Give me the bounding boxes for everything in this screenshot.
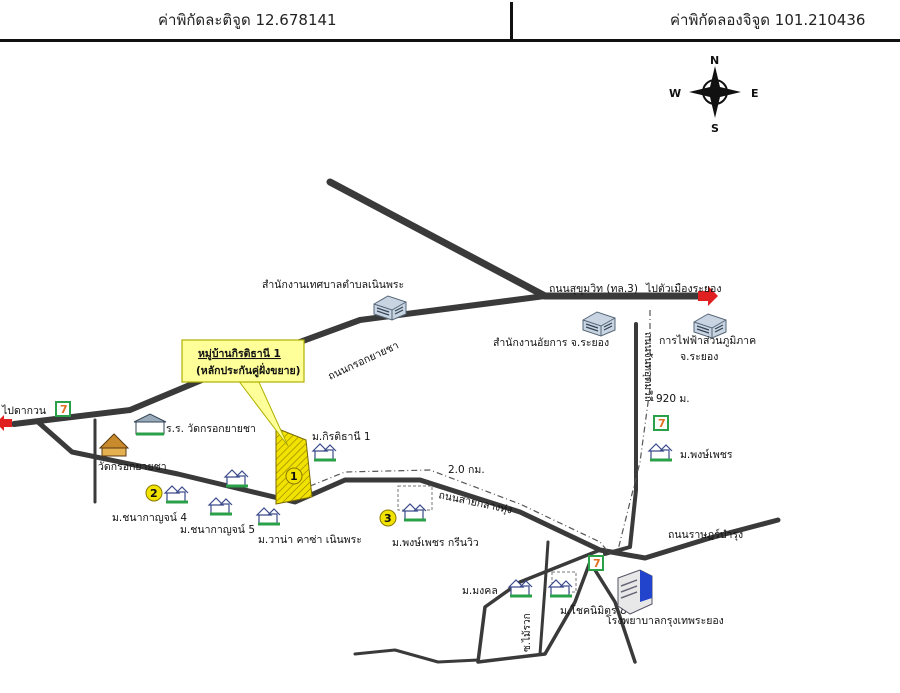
- marker-3-label: 3: [384, 512, 392, 525]
- label-sai-klang-thung: ถนนสายกลางทุ่ง: [437, 489, 513, 516]
- label-chanakan-5: ม.ชนากาญจน์ 5: [180, 523, 255, 536]
- label-prosecutor-office: สำนักงานอัยการ จ.ระยอง: [493, 337, 609, 349]
- compass-north: N: [710, 54, 719, 67]
- marker-2: [145, 484, 163, 502]
- compass-east: E: [751, 87, 759, 100]
- house-icon-warana: [255, 506, 282, 526]
- label-mongkol: ม.มงคล: [462, 585, 498, 597]
- label-pongphet-green: ม.พงษ์เพชร กรีนวิว: [392, 536, 479, 549]
- callout-pointer: [236, 379, 289, 447]
- house-icon-a: [223, 468, 250, 488]
- house-icon-pongphet-green: [401, 502, 428, 522]
- label-kirati-1: ม.กิรติธานี 1: [312, 430, 371, 443]
- label-to-rayong: ไปตัวเมืองระยอง: [645, 282, 721, 295]
- route-dashed: [309, 310, 651, 555]
- label-krok-yai-cha: ถนนกรอกยายชา: [326, 339, 401, 382]
- location-map: N S E W ถนนสุขุมวิท (ทล.3) ไปตัวเมืองระย…: [0, 54, 781, 664]
- callout-box: [181, 339, 305, 383]
- label-rat-bamrung: ถนนราษฎร์บำรุง: [668, 528, 743, 541]
- pongphet-green-plot: [397, 485, 433, 511]
- convenience-store-icon: 7: [588, 555, 604, 571]
- distance-2km: 2.0 กม.: [448, 464, 485, 476]
- label-chokniti: ม.โชคนิมิตร 8: [560, 604, 627, 617]
- longitude-label: ค่าพิกัดลองจิจูด 101.210436: [670, 11, 866, 29]
- house-icon-kirati: [311, 442, 338, 462]
- latitude-label: ค่าพิกัดละติจูด 12.678141: [158, 11, 337, 29]
- label-pea-line1: การไฟฟ้าส่วนภูมิภาค: [659, 334, 756, 347]
- convenience-store-icon: 7: [653, 415, 669, 431]
- label-school: ร.ร. วัดกรอกยายชา: [166, 423, 256, 435]
- convenience-store-icon: 7: [55, 401, 71, 417]
- road-south-1: [476, 548, 602, 664]
- label-hospital: โรงพยาบาลกรุงเทพระยอง: [606, 614, 724, 627]
- marker-2-label: 2: [150, 487, 158, 500]
- school-icon: [133, 413, 167, 436]
- distance-920m: 920 ม.: [656, 393, 690, 405]
- label-sukhumvit: ถนนสุขุมวิท (ทล.3): [549, 283, 638, 295]
- label-municipal-office: สำนักงานเทศบาลตำบลเนินพระ: [262, 279, 404, 291]
- label-soi-mai-ruak: ซ.ไม้รวก: [521, 613, 533, 652]
- road-chan-udom: [603, 322, 638, 556]
- callout-subtitle: (หลักประกันคู่ฝั่งขยาย): [196, 362, 300, 378]
- header-divider: [510, 2, 513, 40]
- store-badge-3: 7: [593, 557, 601, 570]
- marker-3: [379, 509, 397, 527]
- label-temple: วัดกรอกยายชา: [98, 461, 167, 473]
- road-south-2: [588, 560, 637, 664]
- marker-1: [285, 467, 303, 485]
- compass-south: S: [711, 122, 719, 135]
- arrow-to-klaeng: [0, 415, 12, 431]
- prosecutor-office-icon: [582, 311, 616, 337]
- arrow-to-rayong: [698, 286, 718, 306]
- project-area: [275, 427, 313, 505]
- label-pongphet: ม.พงษ์เพชร: [680, 448, 733, 461]
- road-west-branch: [35, 419, 781, 561]
- house-icon-chanakan-4: [163, 484, 190, 504]
- coordinates-header: ค่าพิกัดละติจูด 12.678141 ค่าพิกัดลองจิจ…: [0, 0, 900, 42]
- house-icon-chanakan-5: [207, 496, 234, 516]
- marker-1-label: 1: [290, 470, 298, 483]
- hospital-icon: [617, 569, 653, 615]
- label-chanakan-4: ม.ชนากาญจน์ 4: [112, 511, 187, 524]
- label-warana: ม.วาน่า คาซ่า เนินพระ: [258, 534, 362, 546]
- store-badge-1: 7: [60, 403, 68, 416]
- label-pea-line2: จ.ระยอง: [680, 351, 718, 363]
- road-south-west: [353, 648, 480, 664]
- road-south-3: [538, 540, 550, 656]
- store-badge-2: 7: [658, 417, 666, 430]
- temple-icon: [98, 433, 130, 457]
- road-northwest-highway: [326, 178, 549, 300]
- compass-rose: N S E W: [669, 54, 759, 135]
- compass-west: W: [669, 87, 681, 100]
- house-icon-pongphet: [647, 442, 674, 462]
- callout-title: หมู่บ้านกิรติธานี 1: [198, 347, 281, 361]
- label-chan-udom: ถนนจันทอุดมวิถี: [642, 332, 654, 402]
- label-to-klaeng: ไปดากวน: [1, 404, 46, 417]
